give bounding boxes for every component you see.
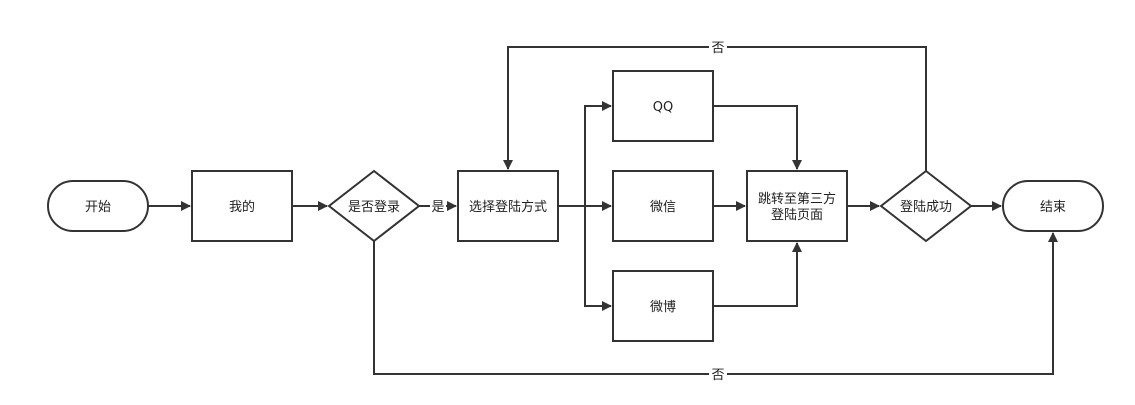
mine-label: 我的 — [229, 199, 255, 215]
edge-label-yes: 是 — [431, 200, 444, 215]
wechat-box — [612, 170, 714, 242]
mine-box — [191, 170, 293, 242]
edge-choose-to-weibo — [584, 206, 612, 311]
qq-box — [612, 70, 714, 142]
start-label: 开始 — [85, 200, 111, 215]
edge-success-no-back-to-choose — [503, 46, 927, 171]
choose-method-label: 选择登陆方式 — [469, 199, 547, 215]
yes-label-bg — [430, 198, 446, 214]
start-terminal — [47, 180, 149, 232]
is-logged-in-label: 是否登录 — [348, 200, 400, 215]
redirect-label-line2: 登陆页面 — [771, 207, 823, 223]
end-terminal — [1002, 180, 1104, 232]
weibo-box — [612, 270, 714, 342]
redirect-label-line1: 跳转至第三方 — [758, 191, 836, 207]
login-success-label: 登陆成功 — [900, 199, 952, 215]
edge-weibo-to-redirect — [713, 242, 802, 307]
qq-label: QQ — [653, 100, 673, 115]
no-bottom-label-bg — [709, 366, 727, 382]
edge-label-no-bottom: 否 — [711, 368, 724, 383]
edge-choose-to-qq — [584, 101, 612, 206]
edge-label-no-top: 否 — [711, 41, 724, 56]
weibo-label: 微博 — [650, 300, 676, 315]
redirect-box — [746, 170, 848, 242]
choose-method-box — [457, 170, 559, 242]
login-success-decision — [879, 169, 973, 243]
wechat-label: 微信 — [650, 200, 676, 215]
no-top-label-bg — [709, 39, 727, 55]
is-logged-in-decision — [327, 169, 421, 243]
edge-qq-to-redirect — [713, 105, 802, 170]
end-label: 结束 — [1040, 200, 1066, 215]
